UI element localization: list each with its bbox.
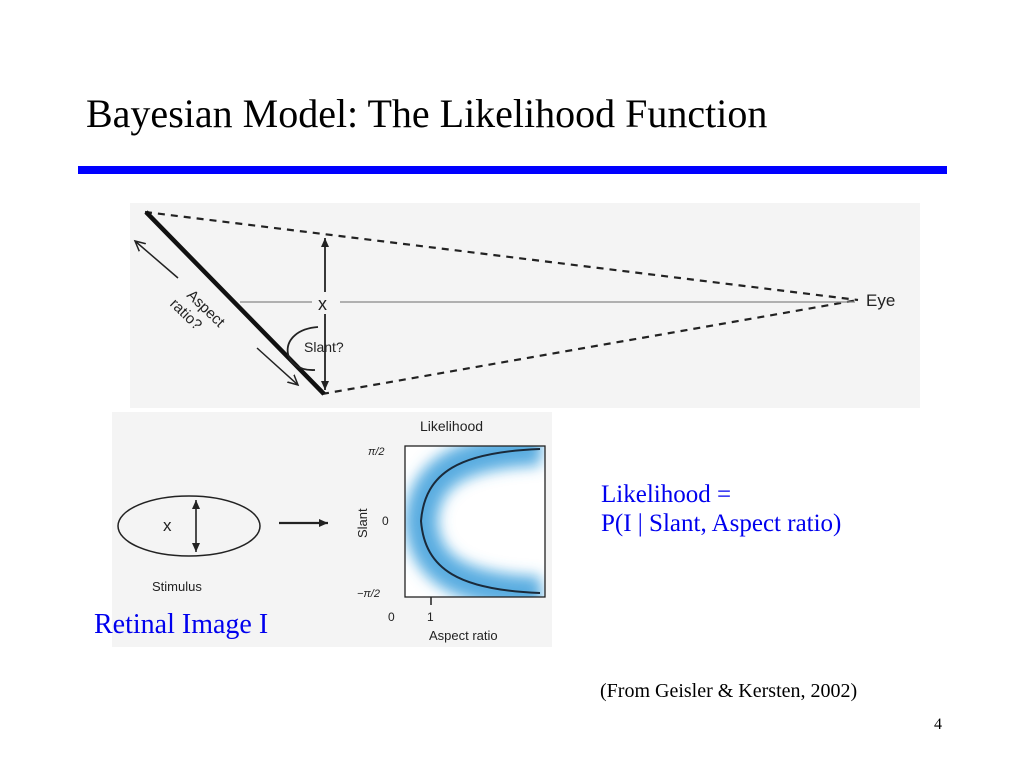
aspect-arrow-lower — [256, 347, 298, 385]
title-rule — [78, 166, 947, 174]
citation: (From Geisler & Kersten, 2002) — [600, 680, 858, 702]
viewing-geometry: Aspect ratio? x Slant? Eye — [135, 210, 895, 396]
size-x-label: x — [318, 294, 327, 314]
likelihood-plot: Likelihood π/2 0 −π/2 Slant 0 1 Aspect r… — [355, 418, 546, 643]
likelihood-curve — [419, 448, 541, 594]
x-tick-zero: 0 — [388, 610, 395, 624]
stimulus-caption: Stimulus — [152, 579, 202, 594]
plot-frame — [404, 445, 546, 598]
likelihood-definition: Likelihood = P(I | Slant, Aspect ratio) — [601, 481, 841, 539]
x-tick-one: 1 — [427, 610, 434, 624]
plot-title: Likelihood — [420, 418, 483, 434]
stimulus: x Stimulus — [117, 495, 328, 594]
dashed-sight-line-top — [144, 210, 859, 302]
slide-title: Bayesian Model: The Likelihood Function — [86, 91, 768, 136]
page-number: 4 — [934, 716, 942, 733]
likelihood-definition-line2: P(I | Slant, Aspect ratio) — [601, 509, 842, 537]
y-tick-zero: 0 — [382, 514, 389, 528]
x-axis-label: Aspect ratio — [429, 628, 498, 643]
stimulus-ellipse — [117, 495, 261, 557]
aspect-arrow-upper — [135, 241, 179, 279]
eye-label: Eye — [866, 291, 895, 310]
y-tick-neg-pi-half: −π/2 — [357, 588, 380, 600]
likelihood-definition-line1: Likelihood = — [601, 481, 732, 508]
slant-label: Slant? — [304, 339, 344, 355]
stimulus-x-label: x — [163, 516, 172, 535]
dashed-sight-line-bottom — [321, 298, 859, 396]
slant-angle-arc — [286, 326, 319, 371]
y-tick-pi-half: π/2 — [368, 446, 385, 458]
geometry-panel — [130, 203, 920, 408]
y-axis-label: Slant — [355, 508, 370, 538]
retinal-image-label: Retinal Image I — [94, 609, 269, 640]
